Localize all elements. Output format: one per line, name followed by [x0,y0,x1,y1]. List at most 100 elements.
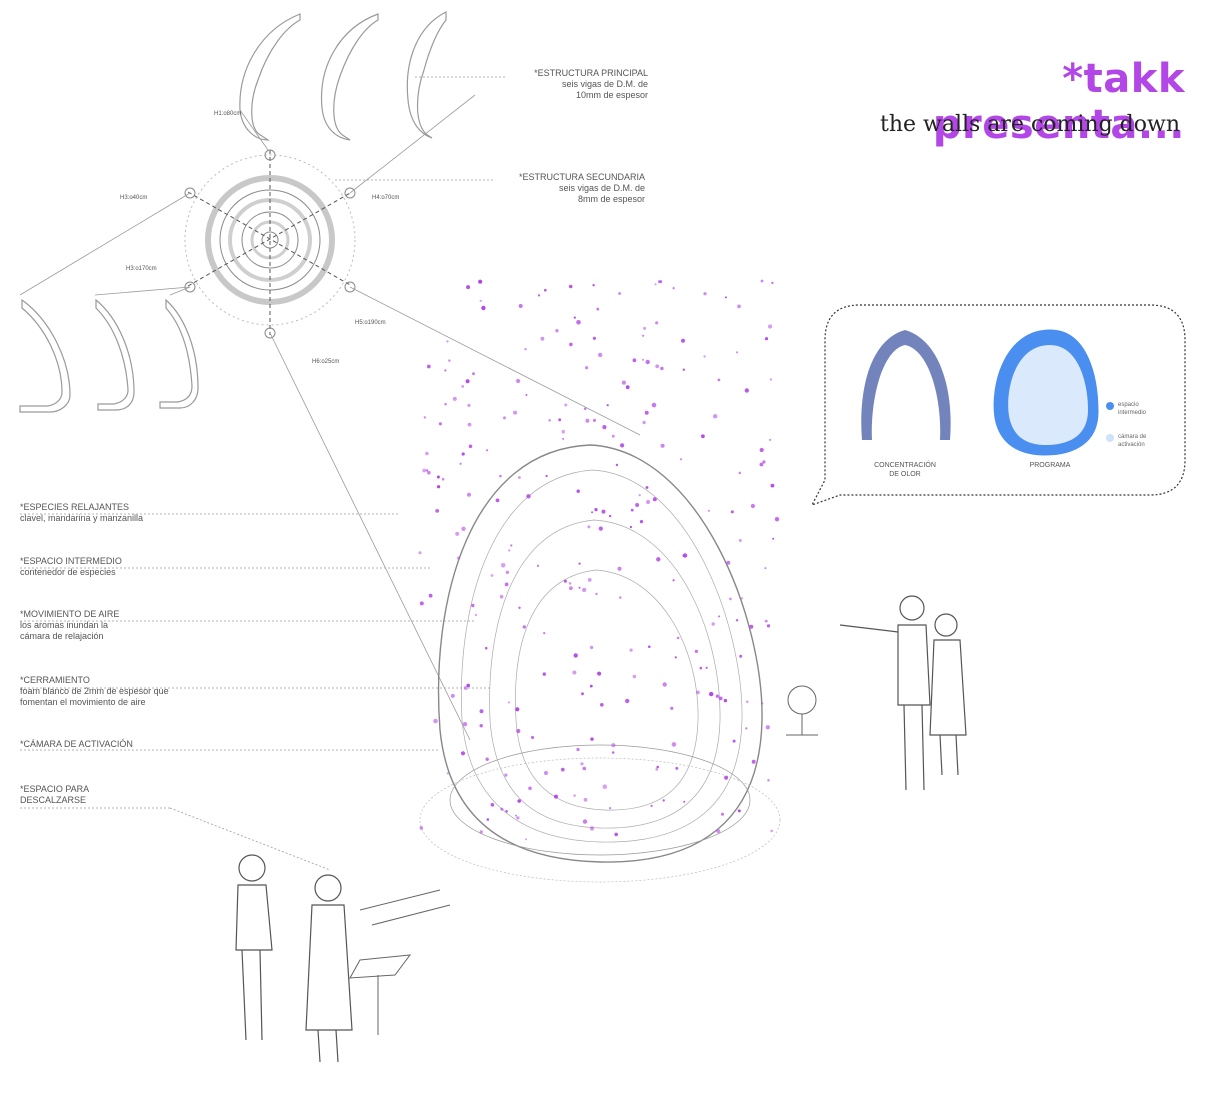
aroma-particle [660,366,664,371]
aroma-particle [596,307,600,311]
aroma-particle [617,566,622,571]
aroma-particle [585,418,590,423]
aroma-particle [744,388,749,393]
aroma-particle [724,296,727,299]
aroma-particle [446,772,449,775]
aroma-particle [495,498,500,503]
aroma-particle [583,407,587,411]
aroma-particle [761,702,764,705]
aroma-particle [591,511,594,514]
aroma-particle [739,654,743,658]
label-camara-de-activacion: *CÁMARA DE ACTIVACIÓN [20,739,133,749]
aroma-particle [528,786,532,791]
aroma-particle [737,304,741,309]
aroma-particle [672,579,675,582]
aroma-particle [568,284,573,289]
aroma-particle [425,451,429,456]
aroma-particle [749,624,754,629]
aroma-particle [655,364,660,369]
aroma-particle [507,701,510,704]
aroma-particle [632,358,637,363]
aroma-particle [572,670,577,675]
aroma-particle [438,422,442,426]
label-movimiento-de-aire: *MOVIMIENTO DE AIRE los aromas inundan l… [20,609,120,641]
aroma-particle [530,735,535,740]
aroma-particle [768,324,773,329]
aroma-particle [583,797,588,802]
aroma-particle [518,476,521,479]
aroma-particle [479,830,483,834]
aroma-particle [718,615,721,618]
aroma-particle [682,368,685,371]
aroma-particle [745,727,748,730]
aroma-particle [592,284,595,287]
beam-elevations-top [239,11,447,141]
aroma-particle [568,582,572,585]
aroma-particle [444,403,447,406]
aroma-particle [468,444,473,449]
aroma-particle [598,352,603,358]
aroma-particle [717,378,721,382]
aroma-particle [587,578,592,582]
aroma-particle [569,586,573,591]
legend-item-camara-de-activacion: cámara de activación [1118,434,1147,448]
aroma-particle [544,771,548,775]
aroma-particle [760,279,764,283]
aroma-particle [759,447,764,453]
aroma-particle [543,632,546,635]
aroma-particle [590,737,594,741]
label-estructura-secundaria: *ESTRUCTURA SECUNDARIA seis vigas de D.M… [518,172,645,204]
aroma-particle [642,358,644,361]
aroma-particle [648,645,651,648]
aroma-particle [423,416,426,419]
aroma-particle [578,586,581,589]
aroma-particle [525,838,527,841]
legend-programa-label: PROGRAMA [1029,462,1071,469]
aroma-particle [561,429,566,434]
label-leaders [20,76,505,871]
dim-h4: H4:o70cm [372,195,400,201]
aroma-particle [576,320,581,325]
aroma-particle [602,425,607,430]
aroma-particle [490,803,495,807]
aroma-particle [450,693,455,698]
aroma-particle [545,474,548,478]
aroma-particle [694,649,699,654]
aroma-particle [513,410,518,415]
aroma-particle [681,338,685,343]
aroma-particle [652,497,657,502]
aroma-particle [426,364,431,369]
aroma-particle [558,418,562,422]
aroma-particle [676,636,680,640]
aroma-particle [585,366,589,370]
aroma-particle [589,645,594,650]
aroma-particle [425,469,429,472]
aroma-particle [466,683,471,688]
legend-bubble [810,304,1186,507]
aroma-particle [643,326,647,330]
aroma-particle [486,818,490,821]
aroma-particle [644,410,649,415]
aroma-particle [598,526,603,531]
aroma-particle [448,359,451,362]
aroma-particle [655,321,659,325]
aroma-particle [713,414,718,419]
aroma-particle [554,794,558,799]
aroma-particles [418,279,780,841]
aroma-particle [774,517,780,522]
aroma-particle [573,653,578,658]
aroma-particle [621,380,627,385]
aroma-particle [422,468,427,473]
aroma-particle [764,337,769,341]
aroma-particle [762,460,766,464]
aroma-particle [461,385,465,388]
aroma-particle [615,463,619,467]
aroma-particle [715,694,720,698]
aroma-particle [750,503,756,509]
aroma-particle [510,544,513,547]
page-subtitle: the walls are coming down [879,112,1180,137]
leader-lines-plan [19,94,641,741]
aroma-particle [517,799,521,803]
aroma-particle [455,531,460,536]
